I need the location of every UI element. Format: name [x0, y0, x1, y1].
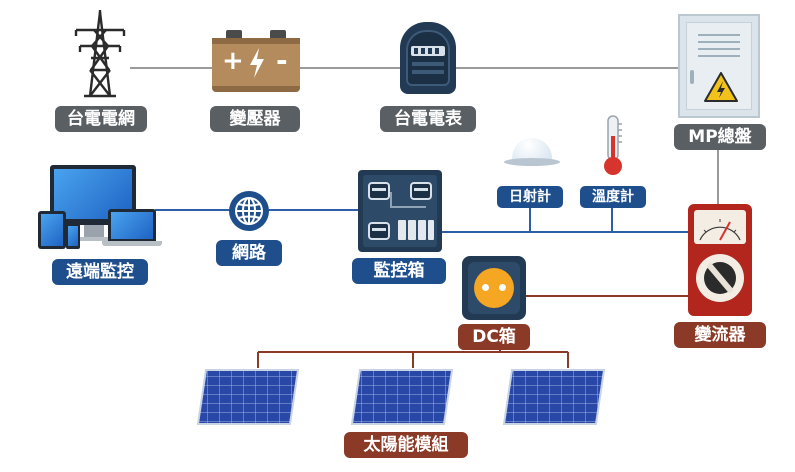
- solar-panel-icon: [196, 369, 300, 425]
- solar-panel-icon: [350, 369, 454, 425]
- battery-plus: +: [222, 46, 244, 76]
- thermometer-icon: [604, 115, 622, 175]
- inverter-icon: [688, 204, 752, 316]
- solar-panel-icon: [502, 369, 606, 425]
- mp-panel-label: MP總盤: [674, 124, 766, 150]
- panel-icon: [678, 14, 760, 118]
- solar-modules-label: 太陽能模組: [344, 432, 468, 458]
- transformer-label: 變壓器: [210, 106, 300, 132]
- gauge-needle-icon: [699, 219, 741, 241]
- grid-label: 台電電網: [55, 106, 147, 132]
- irradiance-label: 日射計: [497, 186, 563, 208]
- thermometer-label: 溫度計: [580, 186, 646, 208]
- remote-label: 遠端監控: [52, 259, 148, 285]
- globe-icon: [229, 191, 269, 231]
- monitor-box-icon: [358, 170, 442, 252]
- meter-label: 台電電表: [380, 106, 476, 132]
- battery-icon: + -: [212, 30, 300, 92]
- inverter-label: 變流器: [674, 322, 766, 348]
- meter-icon: [400, 22, 456, 94]
- computer-icon: [36, 165, 162, 253]
- dc-box-label: DC箱: [458, 324, 530, 350]
- bolt-icon: [250, 48, 264, 78]
- tower-icon: [74, 10, 126, 98]
- monitor-box-label: 監控箱: [352, 258, 446, 284]
- warning-icon: [704, 72, 738, 102]
- network-label: 網路: [216, 240, 282, 266]
- dome-sensor-icon: [504, 138, 560, 168]
- battery-minus: -: [276, 44, 288, 77]
- dc-box-icon: [462, 256, 526, 320]
